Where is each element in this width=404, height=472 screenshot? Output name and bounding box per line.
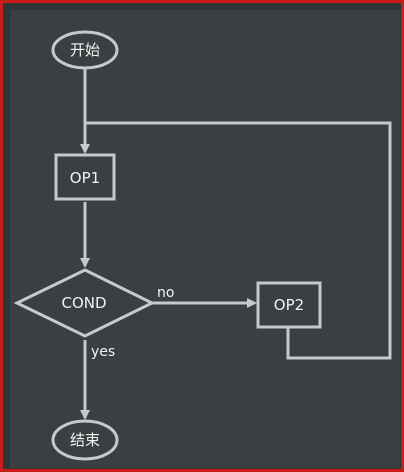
start-terminal-shape	[51, 30, 119, 70]
edge-label-no: no	[157, 285, 174, 301]
edge-label-yes: yes	[91, 344, 115, 360]
op2-box	[256, 281, 322, 329]
node-end: 结束	[51, 419, 119, 461]
op2-label: OP2	[274, 296, 304, 314]
edge-op2-loop-back	[85, 121, 392, 360]
end-label: 结束	[70, 431, 100, 449]
op1-box	[54, 153, 116, 201]
node-cond: COND	[13, 268, 156, 338]
node-start: 开始	[51, 30, 119, 70]
diagram-canvas	[10, 10, 400, 468]
cond-label: COND	[61, 294, 106, 312]
node-op2: OP2	[256, 281, 322, 329]
start-label: 开始	[70, 41, 100, 59]
end-terminal-shape	[51, 419, 119, 461]
op1-label: OP1	[70, 169, 100, 187]
cond-diamond	[13, 268, 156, 338]
node-op1: OP1	[54, 153, 116, 201]
